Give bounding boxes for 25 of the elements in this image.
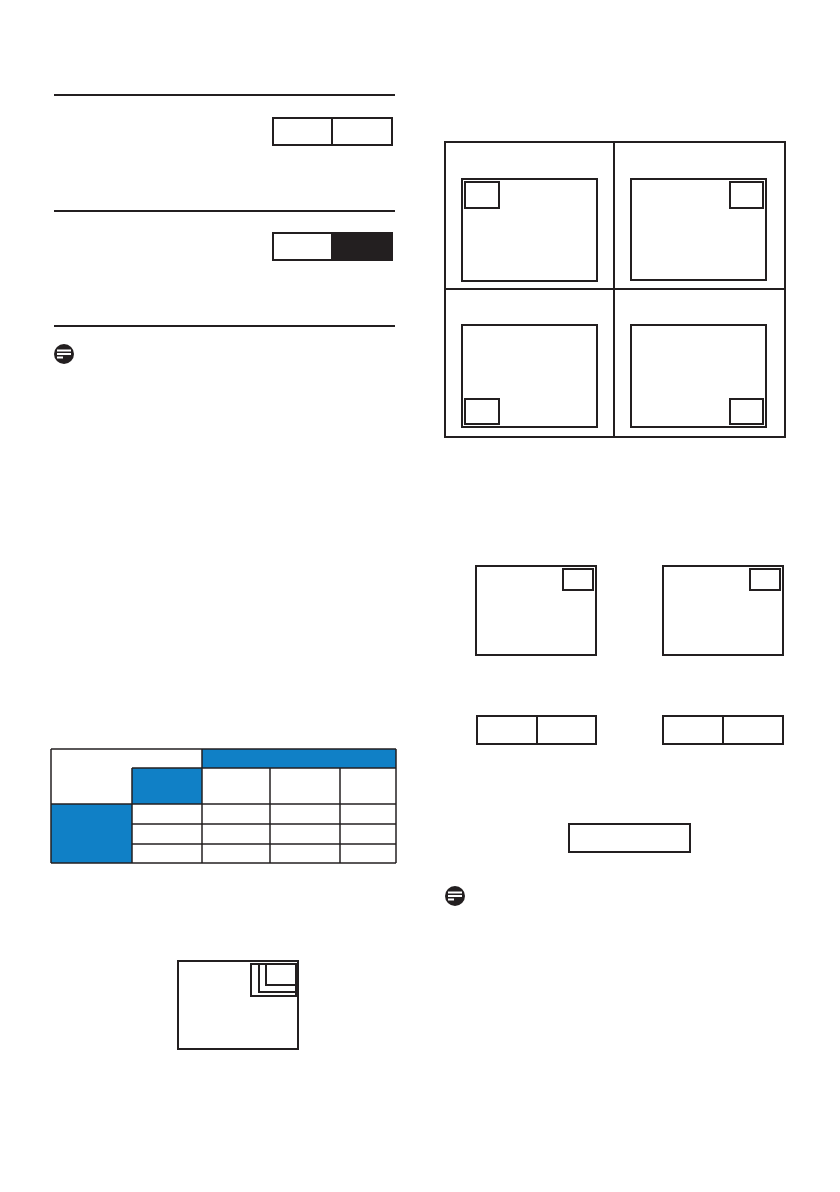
screen-frame bbox=[177, 960, 299, 1050]
quad-screen-frame bbox=[444, 141, 786, 438]
setting-box bbox=[331, 117, 393, 146]
screen-frame bbox=[475, 565, 597, 656]
screen-frame bbox=[630, 178, 767, 281]
screen-frame bbox=[630, 324, 767, 428]
screen-frame bbox=[461, 324, 598, 428]
setting-box bbox=[272, 117, 333, 146]
pip-window-frame bbox=[258, 963, 297, 993]
setting-box bbox=[662, 715, 724, 745]
setting-box bbox=[722, 715, 784, 745]
setting-box bbox=[536, 715, 597, 745]
screen-frame bbox=[461, 178, 598, 282]
screen-frame bbox=[662, 565, 784, 656]
selected-setting-box bbox=[331, 232, 393, 261]
pip-window-frame bbox=[729, 398, 764, 425]
pip-window-frame bbox=[562, 568, 594, 591]
pip-window-frame bbox=[729, 181, 764, 209]
pip-window-frame bbox=[464, 398, 500, 425]
setting-box bbox=[568, 823, 691, 853]
pip-window-frame bbox=[250, 963, 297, 997]
pip-window-frame bbox=[749, 568, 781, 591]
setting-box bbox=[476, 715, 538, 745]
pip-window-frame bbox=[265, 963, 297, 986]
pip-window-frame bbox=[464, 181, 500, 209]
